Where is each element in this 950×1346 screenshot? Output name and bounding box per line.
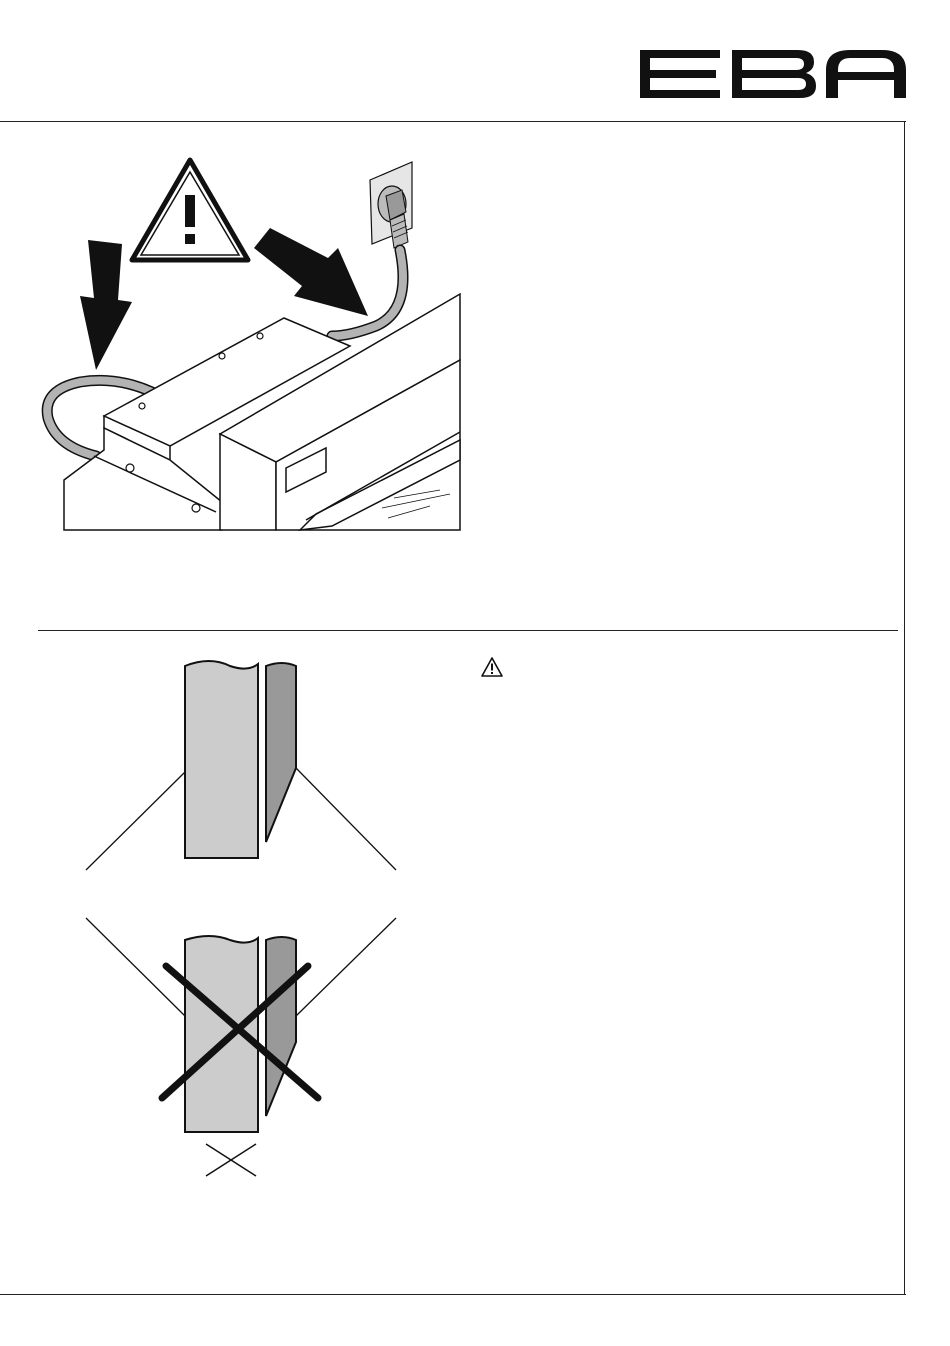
blade-incorrect <box>86 918 396 1176</box>
machine-body <box>64 294 460 530</box>
eba-logo-icon <box>638 48 908 100</box>
warning-triangle-icon <box>132 160 248 260</box>
frame-bottom-rule <box>0 1294 906 1295</box>
arrow-diagonal-icon <box>254 228 368 316</box>
wall-socket-icon <box>370 162 412 248</box>
warning-triangle-small-icon <box>480 656 504 678</box>
frame-top-rule <box>0 121 906 122</box>
arrow-down-icon <box>80 240 132 370</box>
section-divider <box>38 630 898 631</box>
blade-correct <box>86 661 396 870</box>
machine-power-cable-illustration <box>20 150 470 540</box>
frame-right-rule <box>904 121 905 1295</box>
blade-orientation-illustration <box>70 650 420 1190</box>
